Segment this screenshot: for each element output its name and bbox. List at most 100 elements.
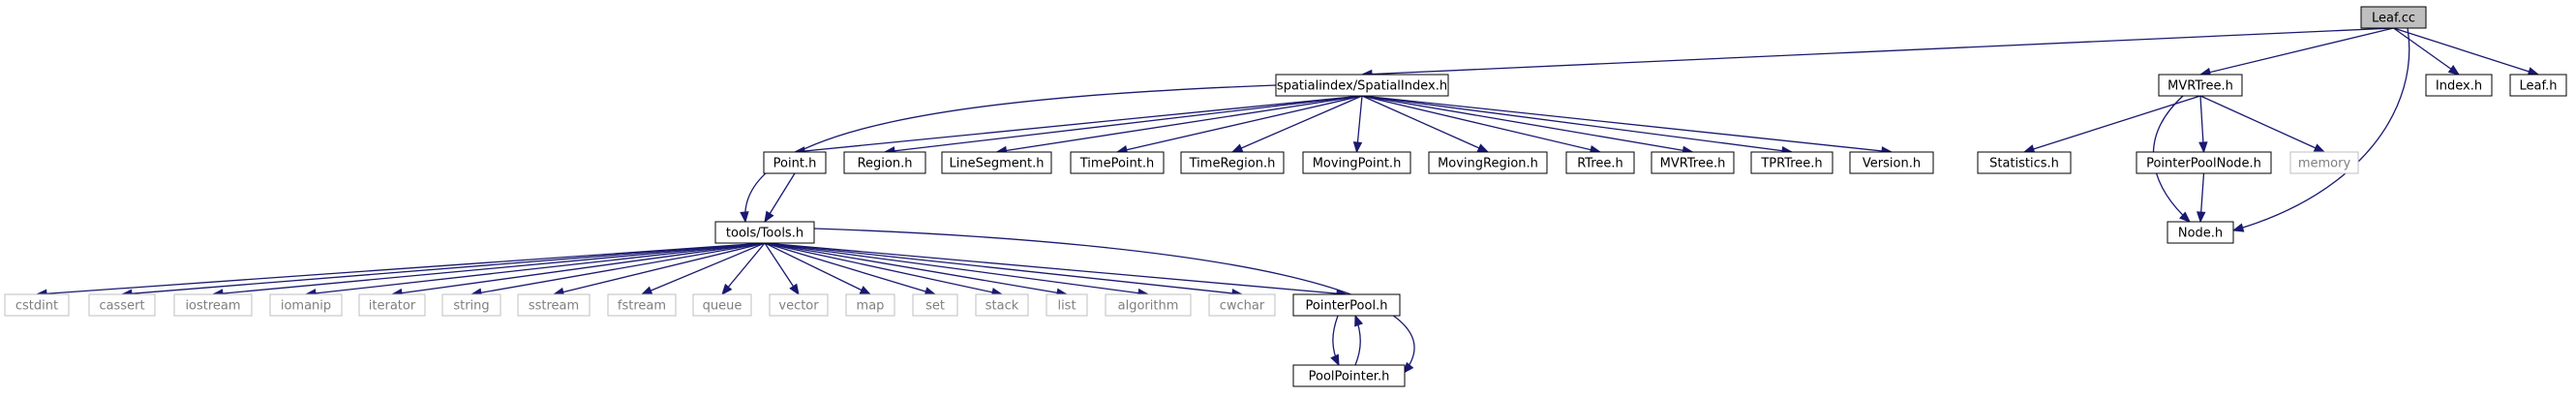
- node-box: [2509, 74, 2567, 97]
- edge-poolpointer_h-to-pointerpool_h: [1354, 314, 1364, 366]
- node-label: memory: [2298, 157, 2351, 171]
- node-box: [845, 293, 895, 317]
- node-index-h[interactable]: Index.h: [2425, 74, 2493, 97]
- edge-line: [2232, 27, 2410, 231]
- node-movingpoint-h[interactable]: MovingPoint.h: [1302, 151, 1411, 174]
- node-label: list: [1057, 299, 1076, 314]
- arrowhead-icon: [721, 283, 733, 296]
- arrowhead-icon: [1230, 143, 1244, 153]
- edge-spatialindex_h-to-timeregion_h: [1230, 95, 1363, 153]
- node-box: [2158, 74, 2243, 97]
- edge-line: [1361, 95, 1693, 153]
- node-box: [607, 293, 677, 317]
- node-mvrtree-top[interactable]: MVRTree.h: [2158, 74, 2243, 97]
- edge-pointerpoolnode_h-to-node_h: [2197, 172, 2206, 224]
- node-label: queue: [703, 299, 742, 314]
- node-region-h[interactable]: Region.h: [843, 151, 926, 174]
- node-label: algorithm: [1118, 299, 1179, 314]
- node-label: vector: [778, 299, 819, 314]
- node-label: stack: [985, 299, 1019, 314]
- node-box: [2289, 151, 2359, 174]
- edge-line: [764, 242, 936, 295]
- node-poolpointer-h[interactable]: PoolPointer.h: [1292, 364, 1406, 387]
- node-linesegment-h[interactable]: LineSegment.h: [941, 151, 1052, 174]
- node-version-h[interactable]: Version.h: [1849, 151, 1934, 174]
- node-timeregion-h[interactable]: TimeRegion.h: [1180, 151, 1285, 174]
- node-set: set: [912, 293, 958, 317]
- node-box: [358, 293, 426, 317]
- node-box: [1105, 293, 1192, 317]
- edge-spatialindex_h-to-movingpoint_h: [1352, 95, 1363, 154]
- node-algorithm: algorithm: [1105, 293, 1192, 317]
- node-box: [692, 293, 752, 317]
- node-mvrtree-mid[interactable]: MVRTree.h: [1651, 151, 1735, 174]
- edge-pointerpool_h-to-poolpointer_h: [1330, 315, 1340, 367]
- arrowhead-icon: [740, 211, 749, 224]
- edge-line: [553, 242, 766, 295]
- node-iomanip: iomanip: [269, 293, 343, 317]
- node-movingregion-h[interactable]: MovingRegion.h: [1428, 151, 1548, 174]
- node-memory: memory: [2289, 151, 2359, 174]
- node-label: Index.h: [2436, 79, 2482, 94]
- arrowhead-icon: [789, 283, 800, 296]
- node-cstdint: cstdint: [4, 293, 70, 317]
- node-label: string: [453, 299, 489, 314]
- arrowhead-icon: [2197, 211, 2206, 224]
- node-map: map: [845, 293, 895, 317]
- node-point-h[interactable]: Point.h: [763, 151, 827, 174]
- edge-tools_h-to-vector: [764, 242, 800, 296]
- node-box: [1428, 151, 1548, 174]
- node-box: [88, 293, 156, 317]
- edge-line: [391, 242, 766, 295]
- edge-leaf_cc-to-node_h: [2231, 27, 2410, 232]
- node-pointerpoolnode-h[interactable]: PointerPoolNode.h: [2136, 151, 2272, 174]
- node-box: [1750, 151, 1834, 174]
- edge-line: [764, 242, 800, 295]
- node-label: PoolPointer.h: [1309, 370, 1390, 384]
- node-cwchar: cwchar: [1208, 293, 1276, 317]
- arrowhead-icon: [1403, 361, 1414, 375]
- edge-layer: [35, 27, 2540, 375]
- edge-line: [764, 242, 1149, 295]
- arrowhead-icon: [2231, 223, 2245, 232]
- arrowhead-icon: [2313, 143, 2326, 153]
- node-node-h[interactable]: Node.h: [2167, 221, 2234, 244]
- node-spatialindex-h[interactable]: spatialindex/SpatialIndex.h: [1275, 74, 1449, 97]
- edge-spatialindex_h-to-tools_h: [740, 84, 1277, 224]
- node-label: iomanip: [281, 299, 331, 314]
- node-label: iostream: [185, 299, 240, 314]
- node-list: list: [1046, 293, 1088, 317]
- node-label: TimePoint.h: [1079, 157, 1154, 171]
- node-statistics-h[interactable]: Statistics.h: [1977, 151, 2072, 174]
- node-leaf-h[interactable]: Leaf.h: [2509, 74, 2567, 97]
- node-fstream: fstream: [607, 293, 677, 317]
- node-box: [1046, 293, 1088, 317]
- arrowhead-icon: [2447, 65, 2461, 76]
- node-string: string: [441, 293, 501, 317]
- edge-tools_h-to-iostream: [211, 242, 766, 298]
- arrowhead-icon: [1330, 353, 1340, 367]
- node-pointerpool-h[interactable]: PointerPool.h: [1292, 293, 1401, 317]
- node-box: [2425, 74, 2493, 97]
- edge-leaf_cc-to-leaf_h: [2393, 27, 2540, 77]
- node-box: [2167, 221, 2234, 244]
- node-label: Statistics.h: [1989, 157, 2059, 171]
- node-label: RTree.h: [1577, 157, 1623, 171]
- node-box: [517, 293, 591, 317]
- edge-leaf_cc-to-spatialindex_h: [1360, 27, 2394, 79]
- node-label: LineSegment.h: [950, 157, 1045, 171]
- node-rtree-h[interactable]: RTree.h: [1565, 151, 1635, 174]
- node-timepoint-h[interactable]: TimePoint.h: [1070, 151, 1165, 174]
- arrowhead-icon: [1352, 141, 1363, 154]
- arrowhead-icon: [1476, 143, 1490, 153]
- edge-tools_h-to-cwchar: [764, 242, 1244, 298]
- node-label: Version.h: [1863, 157, 1921, 171]
- node-box: [441, 293, 501, 317]
- node-tprtree-h[interactable]: TPRTree.h: [1750, 151, 1834, 174]
- node-box: [1849, 151, 1934, 174]
- edge-tools_h-to-string: [470, 242, 766, 297]
- node-tools-h[interactable]: tools/Tools.h: [714, 221, 815, 244]
- edge-line: [641, 242, 766, 295]
- node-leaf-cc[interactable]: Leaf.cc: [2360, 6, 2427, 29]
